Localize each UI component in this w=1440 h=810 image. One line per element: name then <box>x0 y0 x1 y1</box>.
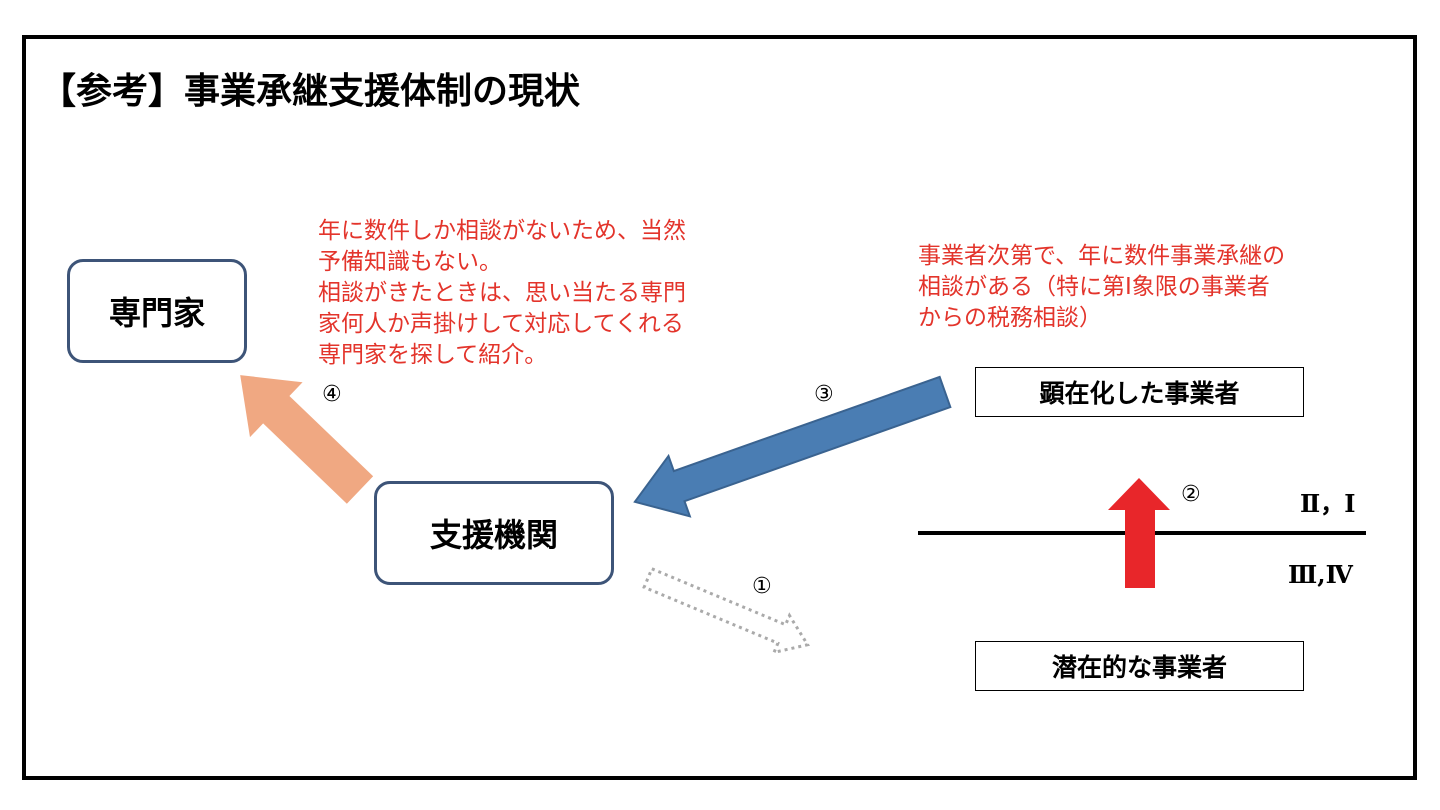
arrow-2-manifestation <box>1108 478 1170 588</box>
note-line: 相談がきたときは、思い当たる専門 <box>318 280 686 306</box>
support-org-note: 年に数件しか相談がないため、当然 予備知識もない。 相談がきたときは、思い当たる… <box>318 216 686 371</box>
quadrant-label-lower: Ⅲ,Ⅳ <box>1288 560 1353 589</box>
note-line: 家何人か声掛けして対応してくれる <box>318 311 684 337</box>
note-line: 予備知識もない。 <box>318 249 502 275</box>
note-line: 専門家を探して紹介。 <box>318 342 548 368</box>
node-support-org: 支援機関 <box>374 481 614 585</box>
slide-frame <box>22 35 1417 780</box>
slide-title: 【参考】事業承継支援体制の現状 <box>40 71 581 112</box>
node-expert: 専門家 <box>67 259 247 363</box>
step-label-4: ④ <box>322 382 342 407</box>
note-line: 事業者次第で、年に数件事業承継の <box>918 243 1286 269</box>
arrow-1-outreach-dotted <box>642 566 810 655</box>
arrow-4-referral <box>240 375 374 504</box>
node-manifest-business: 顕在化した事業者 <box>975 367 1304 417</box>
node-latent-business: 潜在的な事業者 <box>975 641 1304 691</box>
step-label-1: ① <box>752 574 772 599</box>
note-line: からの税務相談） <box>918 305 1102 331</box>
step-label-3: ③ <box>814 382 834 407</box>
note-line: 相談がある（特に第Ⅰ象限の事業者 <box>918 274 1270 300</box>
step-label-2: ② <box>1181 482 1201 507</box>
note-line: 年に数件しか相談がないため、当然 <box>318 218 686 244</box>
arrow-3-consultation <box>633 375 952 518</box>
quadrant-label-upper: Ⅱ，Ⅰ <box>1300 489 1356 518</box>
business-note: 事業者次第で、年に数件事業承継の 相談がある（特に第Ⅰ象限の事業者 からの税務相… <box>918 241 1285 334</box>
